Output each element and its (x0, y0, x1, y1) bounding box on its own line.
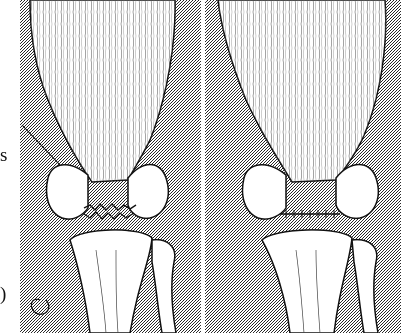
edge-label-bottom: ) (0, 285, 6, 304)
right-medial-condyle (243, 165, 286, 219)
right-lateral-condyle (336, 165, 378, 219)
left-medial-condyle (47, 165, 88, 219)
left-lateral-condyle (128, 165, 168, 219)
edge-label-top: s (0, 146, 7, 165)
